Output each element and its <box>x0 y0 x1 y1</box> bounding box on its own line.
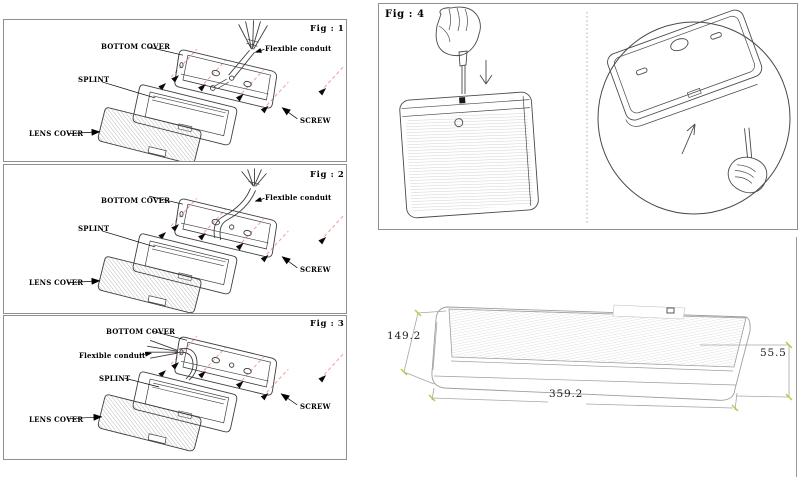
hand-screwdriver-up-icon <box>727 127 768 194</box>
figure-panel-1: BOTTOM COVER Flexible conduit SPLINT LEN… <box>3 19 347 162</box>
dimension-label-length: 359.2 <box>549 388 584 400</box>
label-lens-cover: LENS COVER <box>29 415 84 424</box>
sheet-right-border <box>796 237 797 477</box>
label-flexible-conduit: Flexible conduit <box>79 351 146 360</box>
label-bottom-cover: BOTTOM COVER <box>101 196 171 205</box>
label-screw: SCREW <box>300 116 331 125</box>
label-bottom-cover: BOTTOM COVER <box>106 327 176 336</box>
label-splint: SPLINT <box>99 374 131 383</box>
label-lens-cover: LENS COVER <box>29 278 84 287</box>
figure-caption-4: Fig : 4 <box>385 9 425 20</box>
figure-panel-3: BOTTOM COVER Flexible conduit SPLINT LEN… <box>3 315 347 460</box>
exploded-view-drawing-1 <box>67 20 344 161</box>
figure-panel-2: BOTTOM COVER Flexible conduit SPLINT LEN… <box>3 164 347 314</box>
exploded-view-drawing-2 <box>67 168 344 313</box>
figure-caption-2: Fig : 2 <box>310 170 345 180</box>
dimension-label-depth: 149.2 <box>387 330 422 342</box>
label-screw: SCREW <box>300 265 331 274</box>
figure-caption-3: Fig : 3 <box>310 319 345 329</box>
exploded-view-drawing-3 <box>67 330 344 452</box>
installation-drawing <box>399 6 791 223</box>
fixture-front-drawing <box>399 91 539 219</box>
label-flexible-conduit: Flexible conduit <box>265 193 332 202</box>
label-screw: SCREW <box>300 402 331 411</box>
label-splint: SPLINT <box>78 224 110 233</box>
dimension-drawing: 149.2 55.5 359.2 <box>386 286 800 480</box>
label-flexible-conduit: Flexible conduit <box>265 44 332 53</box>
label-splint: SPLINT <box>78 75 110 84</box>
label-lens-cover: LENS COVER <box>29 129 84 138</box>
figure-panel-4: Fig : 4 <box>378 3 798 230</box>
hand-screwdriver-down-icon <box>435 6 481 94</box>
label-bottom-cover: BOTTOM COVER <box>101 42 171 51</box>
arrow-down-icon <box>479 60 493 85</box>
dimension-label-height: 55.5 <box>760 347 787 359</box>
detail-circle-drawing <box>597 9 791 215</box>
arrow-up-icon <box>681 123 696 155</box>
figure-caption-1: Fig : 1 <box>310 24 345 34</box>
dimension-fixture-art <box>400 304 793 412</box>
